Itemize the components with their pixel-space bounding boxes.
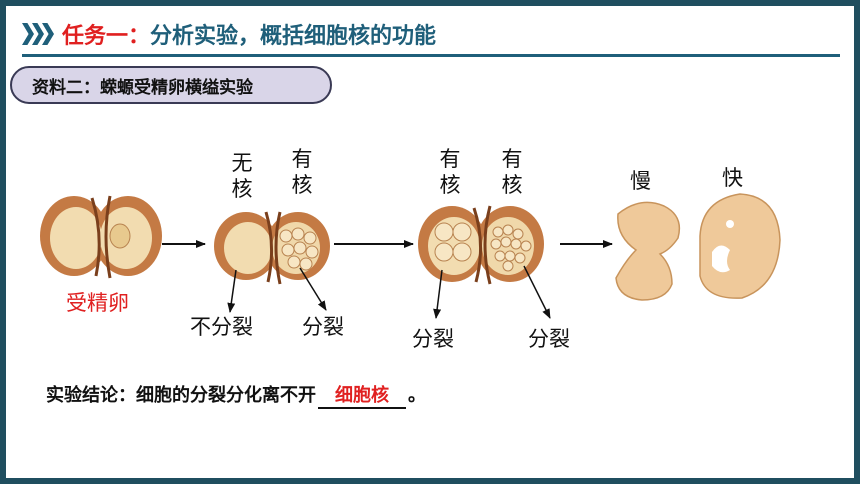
- title-main: 分析实验，概括细胞核的功能: [150, 24, 437, 49]
- label-fertilized-egg: 受精卵: [66, 291, 129, 315]
- label-no-division: 不分裂: [190, 315, 253, 339]
- label-division-2: 分裂: [412, 327, 454, 351]
- label-has-nucleus-1: 有核: [291, 147, 313, 198]
- conclusion-end: 。: [408, 385, 426, 406]
- label-slow: 慢: [630, 169, 651, 193]
- task-label: 任务一：: [62, 24, 151, 49]
- page-title: 任务一：分析实验，概括细胞核的功能: [62, 18, 436, 50]
- pointer-arrow-icon: [227, 269, 237, 313]
- title-underline: [22, 54, 840, 57]
- material-label: 资料二：蝾螈受精卵横缢实验: [10, 66, 332, 104]
- label-no-nucleus: 无核: [231, 151, 253, 202]
- pointer-arrow-icon: [299, 267, 327, 311]
- embryo-fast-image: [699, 193, 781, 299]
- conclusion: 实验结论：细胞的分裂分化离不开细胞核。: [46, 381, 426, 409]
- pointer-arrow-icon: [433, 269, 443, 319]
- label-division-1: 分裂: [302, 315, 344, 339]
- label-has-nucleus-3: 有核: [501, 147, 523, 198]
- label-division-3: 分裂: [528, 327, 570, 351]
- pointer-arrow-icon: [523, 265, 551, 319]
- embryo-slow-image: [615, 201, 681, 301]
- label-has-nucleus-2: 有核: [439, 147, 461, 198]
- conclusion-text: 实验结论：细胞的分裂分化离不开: [46, 385, 316, 406]
- constricted-egg-image-1: [214, 211, 330, 285]
- title-bar: 任务一：分析实验，概括细胞核的功能: [22, 14, 436, 54]
- fertilized-egg-image: [40, 195, 162, 279]
- conclusion-answer: 细胞核: [318, 381, 406, 409]
- label-fast: 快: [722, 166, 743, 190]
- chevron-arrows-icon: [22, 23, 54, 45]
- constricted-egg-image-2: [418, 205, 544, 285]
